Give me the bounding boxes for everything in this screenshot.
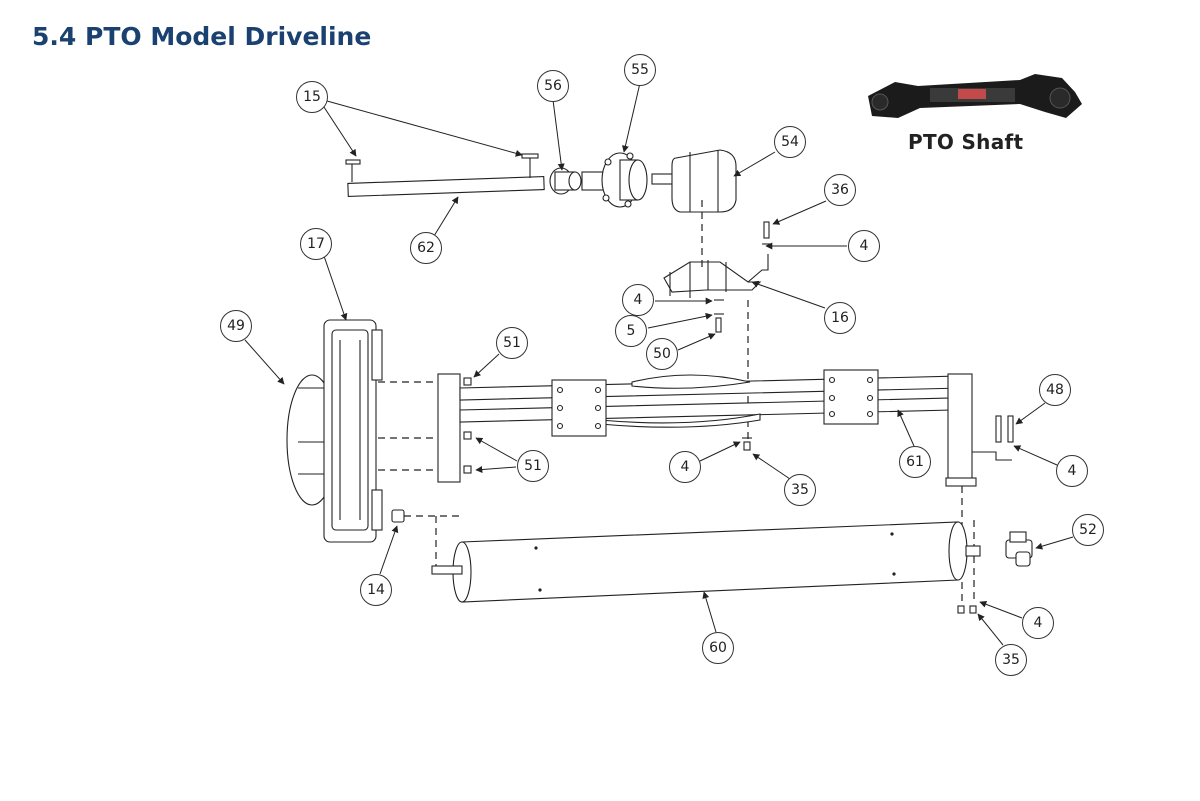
svg-text:35: 35 xyxy=(791,482,809,498)
callout-4-b: 4 xyxy=(622,284,654,316)
callout-36: 36 xyxy=(824,174,856,206)
pto-shaft-image xyxy=(868,74,1082,118)
callout-62: 62 xyxy=(410,232,442,264)
callout-4-d: 4 xyxy=(1056,455,1088,487)
svg-text:55: 55 xyxy=(631,62,649,78)
svg-text:15: 15 xyxy=(303,89,321,105)
callout-50: 50 xyxy=(646,338,678,370)
callout-4-e: 4 xyxy=(1022,607,1054,639)
callout-52: 52 xyxy=(1072,514,1104,546)
callout-35-b: 35 xyxy=(995,644,1027,676)
svg-text:4: 4 xyxy=(681,459,690,475)
svg-text:51: 51 xyxy=(524,458,542,474)
part-60-roller xyxy=(431,521,981,603)
svg-text:49: 49 xyxy=(227,318,245,334)
page-title: 5.4 PTO Model Driveline xyxy=(32,22,372,51)
callout-54: 54 xyxy=(774,126,806,158)
callout-4-a: 4 xyxy=(848,230,880,262)
part-54-gearbox xyxy=(651,149,737,213)
svg-text:5: 5 xyxy=(627,323,636,339)
svg-text:48: 48 xyxy=(1046,382,1064,398)
part-62-shaft xyxy=(345,153,545,197)
callout-51-b: 51 xyxy=(517,450,549,482)
svg-text:35: 35 xyxy=(1002,652,1020,668)
callout-48: 48 xyxy=(1039,374,1071,406)
svg-text:4: 4 xyxy=(860,238,869,254)
pto-shaft-label: PTO Shaft xyxy=(908,130,1024,154)
svg-text:14: 14 xyxy=(367,582,385,598)
part-51-endplate xyxy=(437,373,472,483)
svg-text:52: 52 xyxy=(1079,522,1097,538)
svg-text:62: 62 xyxy=(417,240,435,256)
callout-5: 5 xyxy=(615,315,647,347)
callout-49: 49 xyxy=(220,310,252,342)
callout-61: 61 xyxy=(899,446,931,478)
svg-text:17: 17 xyxy=(307,236,325,252)
callout-14: 14 xyxy=(360,574,392,606)
svg-text:4: 4 xyxy=(1034,615,1043,631)
assembly-lines xyxy=(378,200,975,604)
part-55-hub xyxy=(581,152,648,208)
fasteners-lower xyxy=(742,437,977,614)
svg-text:60: 60 xyxy=(709,640,727,656)
svg-text:4: 4 xyxy=(1068,463,1077,479)
part-56-coupler xyxy=(549,167,582,195)
part-61-frame xyxy=(459,369,1014,487)
svg-text:56: 56 xyxy=(544,78,562,94)
svg-text:50: 50 xyxy=(653,346,671,362)
svg-text:16: 16 xyxy=(831,310,849,326)
part-14-bushing xyxy=(391,509,405,523)
fasteners-upper xyxy=(714,221,772,333)
svg-text:61: 61 xyxy=(906,454,924,470)
callout-51-a: 51 xyxy=(496,327,528,359)
svg-text:51: 51 xyxy=(503,335,521,351)
part-17-housing xyxy=(323,319,383,543)
leader-lines xyxy=(244,82,1074,646)
callout-56: 56 xyxy=(537,70,569,102)
callout-35-a: 35 xyxy=(784,474,816,506)
part-16-bracket xyxy=(663,254,769,298)
callout-55: 55 xyxy=(624,54,656,86)
callout-4-c: 4 xyxy=(669,451,701,483)
svg-text:54: 54 xyxy=(781,134,799,150)
part-52-bearing xyxy=(1005,531,1033,567)
callout-60: 60 xyxy=(702,632,734,664)
svg-text:36: 36 xyxy=(831,182,849,198)
callout-15: 15 xyxy=(296,81,328,113)
callout-16: 16 xyxy=(824,302,856,334)
svg-text:4: 4 xyxy=(634,292,643,308)
callout-17: 17 xyxy=(300,228,332,260)
